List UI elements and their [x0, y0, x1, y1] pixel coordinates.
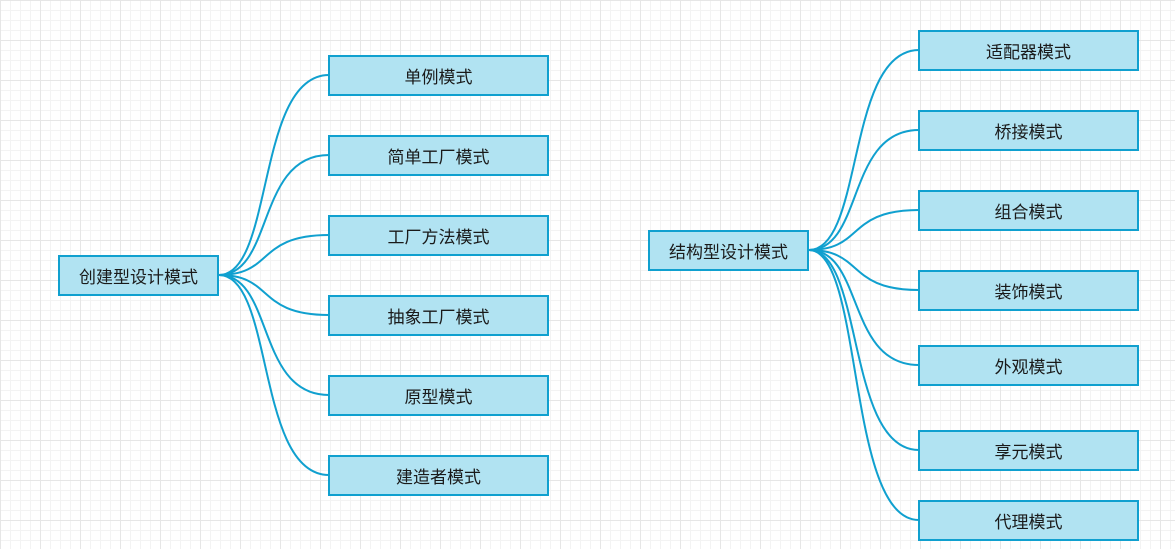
node-structural-patterns[interactable]: 结构型设计模式 [648, 230, 809, 271]
connector-structural-decorator [808, 249, 920, 291]
connector-structural-flyweight [808, 249, 920, 451]
connector-structural-bridge [808, 129, 920, 251]
node-factory-method[interactable]: 工厂方法模式 [328, 215, 549, 256]
connector-creational-prototype [218, 274, 330, 396]
node-adapter[interactable]: 适配器模式 [918, 30, 1139, 71]
connector-structural-composite [808, 209, 920, 251]
node-prototype[interactable]: 原型模式 [328, 375, 549, 416]
node-proxy[interactable]: 代理模式 [918, 500, 1139, 541]
connector-creational-factory-method [218, 234, 330, 276]
connector-creational-abstract-factory [218, 274, 330, 316]
node-decorator[interactable]: 装饰模式 [918, 270, 1139, 311]
node-simple-factory[interactable]: 简单工厂模式 [328, 135, 549, 176]
connector-creational-builder [218, 274, 330, 476]
node-singleton[interactable]: 单例模式 [328, 55, 549, 96]
node-composite[interactable]: 组合模式 [918, 190, 1139, 231]
node-creational-patterns[interactable]: 创建型设计模式 [58, 255, 219, 296]
connector-creational-simple-factory [218, 154, 330, 276]
node-bridge[interactable]: 桥接模式 [918, 110, 1139, 151]
node-abstract-factory[interactable]: 抽象工厂模式 [328, 295, 549, 336]
connector-creational-singleton [218, 74, 330, 276]
node-flyweight[interactable]: 享元模式 [918, 430, 1139, 471]
connector-structural-adapter [808, 49, 920, 251]
connector-structural-facade [808, 249, 920, 366]
node-facade[interactable]: 外观模式 [918, 345, 1139, 386]
connector-structural-proxy [808, 249, 920, 521]
node-builder[interactable]: 建造者模式 [328, 455, 549, 496]
